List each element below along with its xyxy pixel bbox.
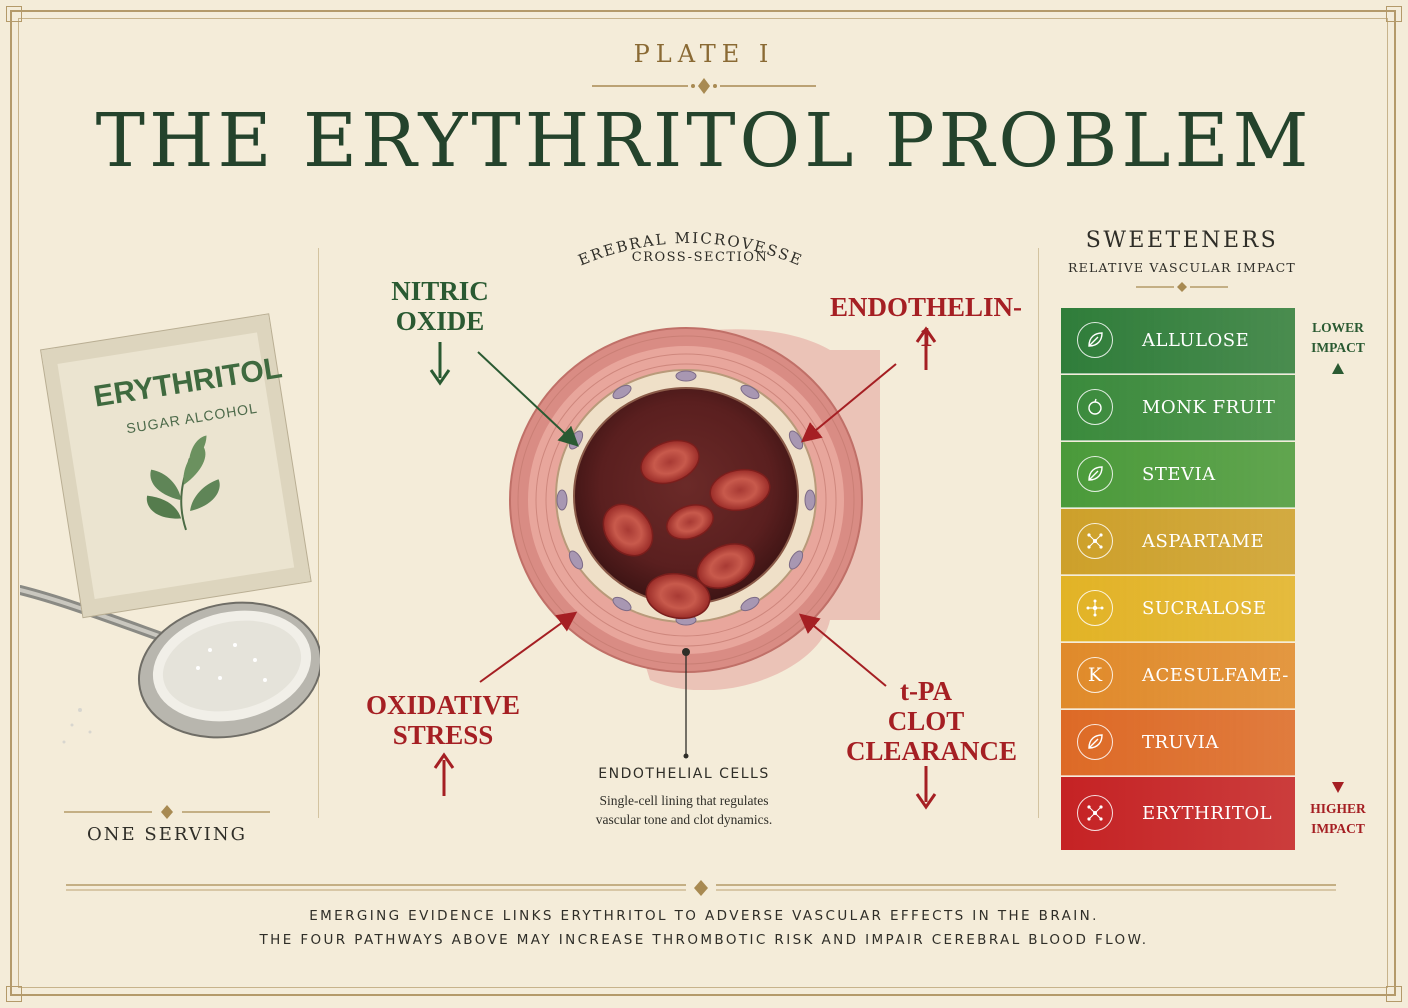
factor-oxidative-stress: OXIDATIVE STRESS (365, 690, 521, 750)
up-arrow-icon (915, 326, 937, 370)
sweeteners-divider (1136, 282, 1228, 292)
sweetener-label: ERYTHRITOL (1142, 803, 1273, 824)
sweetener-label: STEVIA (1142, 464, 1216, 485)
corner-ornament (6, 6, 22, 22)
factor-tpa-clot-clearance: t-PA CLOT CLEARANCE (846, 676, 1018, 766)
inner-frame (18, 18, 1388, 988)
leaf-icon (1077, 322, 1113, 358)
corner-ornament (1386, 986, 1402, 1002)
sweetener-label: SUCRALOSE (1142, 598, 1267, 619)
down-arrow-icon (915, 766, 937, 810)
scale-lower-impact: LOWER IMPACT (1311, 320, 1365, 355)
left-panel: ERYTHRITOL SUGAR ALCOHOL (20, 300, 320, 780)
column-divider (1038, 248, 1039, 818)
corner-ornament (1386, 6, 1402, 22)
molecule-icon (1077, 523, 1113, 559)
microvessel-subheading: CROSS-SECTION (631, 250, 769, 265)
endothelial-cells-description: Single-cell lining that regulates vascul… (595, 793, 773, 827)
page-title: THE ERYTHRITOL PROBLEM (95, 98, 1313, 184)
vessel-illustration (509, 327, 880, 690)
fruit-icon (1077, 389, 1113, 425)
serving-caption: ONE SERVING (87, 824, 247, 845)
header-divider (592, 78, 816, 94)
leaf-icon (1077, 456, 1113, 492)
pathway-arrows (477, 351, 897, 759)
sweetener-row-sucralose: SUCRALOSE (1061, 576, 1295, 642)
microvessel-heading: CEREBRAL MICROVESSEL (560, 222, 804, 270)
leaf-icon (1077, 724, 1113, 760)
packet (39, 313, 312, 619)
sweetener-row-allulose: ALLULOSE (1061, 308, 1295, 374)
molecule-icon (1077, 795, 1113, 831)
sweetener-label: ACESULFAME-K (1142, 665, 1289, 752)
down-arrow-icon (429, 342, 451, 386)
sweetener-row-truvia: TRUVIA (1061, 710, 1295, 776)
sweetener-label: MONK FRUIT (1142, 397, 1276, 418)
plate-label: PLATE I (633, 40, 775, 68)
sweetener-label: ALLULOSE (1142, 330, 1250, 351)
red-blood-cells (602, 439, 771, 620)
molecule-icon (1077, 590, 1113, 626)
sweeteners-heading: SWEETENERS (1085, 228, 1279, 253)
left-caption-divider (64, 805, 270, 819)
column-divider (318, 248, 319, 818)
letter-k-icon: K (1077, 657, 1113, 693)
sweetener-row-aspartame: ASPARTAME (1061, 509, 1295, 575)
spoon-illustration (20, 585, 320, 744)
sweetener-label: TRUVIA (1142, 732, 1219, 753)
impact-scale-arrow (1332, 363, 1344, 793)
sweetener-label: ASPARTAME (1142, 531, 1265, 552)
sweetener-row-stevia: STEVIA (1061, 442, 1295, 508)
sweetener-list: ALLULOSE MONK FRUIT STEVIA ASPARTAME SUC… (1061, 308, 1295, 850)
footer-divider (66, 880, 1336, 896)
sweeteners-subheading: RELATIVE VASCULAR IMPACT (1068, 260, 1296, 275)
outer-frame (10, 10, 1396, 996)
sweetener-row-acesulfame-k: K ACESULFAME-K (1061, 643, 1295, 752)
up-arrow-icon (433, 752, 455, 796)
factor-endothelin: ENDOTHELIN-1 (829, 292, 1023, 352)
factor-nitric-oxide: NITRIC OXIDE (391, 276, 489, 336)
footer-line-2: THE FOUR PATHWAYS ABOVE MAY INCREASE THR… (259, 932, 1149, 948)
sachet-illustration (20, 313, 320, 744)
scale-higher-impact: HIGHER IMPACT (1310, 801, 1366, 836)
corner-ornament (6, 986, 22, 1002)
sweetener-row-monk-fruit: MONK FRUIT (1061, 375, 1295, 441)
sweetener-row-erythritol: ERYTHRITOL (1061, 777, 1295, 850)
endothelial-cells-label: ENDOTHELIAL CELLS (598, 766, 770, 782)
footer-line-1: EMERGING EVIDENCE LINKS ERYTHRITOL TO AD… (309, 908, 1099, 924)
